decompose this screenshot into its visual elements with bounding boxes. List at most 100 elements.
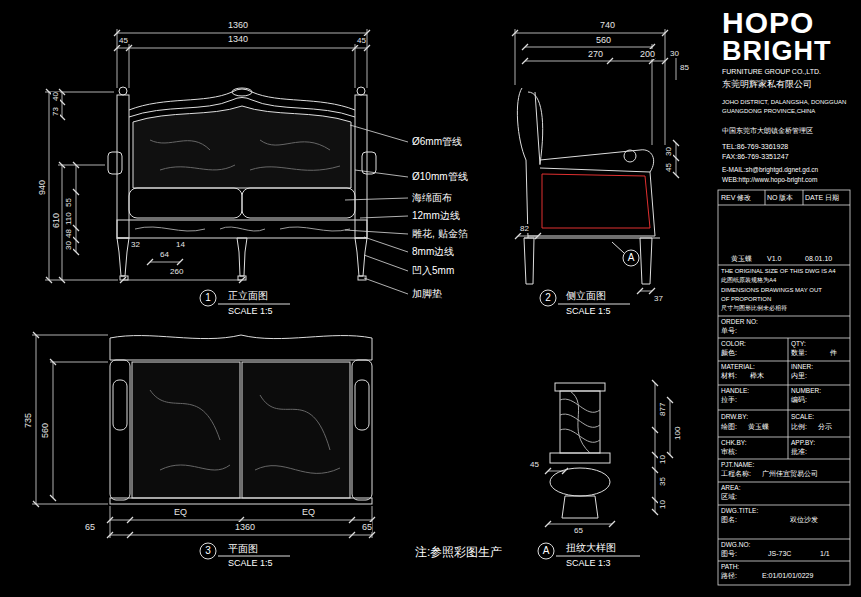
title-block-text: NO 版本 bbox=[767, 194, 793, 202]
dimension-lines-part bbox=[117, 29, 367, 88]
sofa-side-view-part bbox=[624, 150, 636, 162]
sofa-side-view-part bbox=[528, 168, 655, 236]
view-markers bbox=[200, 290, 630, 559]
dimension-text: 65 bbox=[574, 526, 583, 535]
title-block-text: 双位沙发 bbox=[790, 516, 818, 524]
view-markers-part bbox=[540, 290, 556, 306]
callout-note: Ø10mm管线 bbox=[412, 171, 468, 183]
dimension-text: 100 bbox=[673, 427, 682, 440]
title-block-text: 榉木 bbox=[750, 372, 764, 380]
title-block-text: FAX:86-769-3351247 bbox=[722, 153, 789, 161]
leg-detail-view bbox=[538, 383, 640, 559]
dimension-text: 64 bbox=[160, 250, 169, 259]
dimension-text: 30 bbox=[664, 147, 673, 156]
view-title: SCALE 1:3 bbox=[566, 558, 611, 568]
leg-detail-view-part bbox=[556, 556, 640, 557]
dimension-text: 30 bbox=[670, 49, 679, 58]
view-title: 正立面图 bbox=[228, 290, 268, 302]
title-block-text: 区域: bbox=[721, 493, 737, 501]
dimension-lines-part bbox=[36, 335, 37, 504]
dimension-lines-part bbox=[32, 335, 108, 504]
view-title: 侧立面图 bbox=[566, 290, 606, 302]
leg-detail-view-part bbox=[550, 453, 610, 463]
title-block-text: 中国东莞市大朗镇金桥管理区 bbox=[722, 127, 813, 135]
sofa-front-view-part bbox=[117, 220, 367, 238]
view-number: A bbox=[543, 545, 550, 557]
dimension-text: 1340 bbox=[228, 34, 248, 44]
title-block-text: 图号: bbox=[721, 550, 737, 558]
view-markers-part bbox=[558, 304, 630, 305]
title-block-text: 数量: bbox=[791, 349, 807, 357]
title-block-text: REV 修改 bbox=[721, 194, 751, 202]
title-block-text: OF PROPORTION bbox=[721, 296, 771, 303]
dimension-text: 45 bbox=[357, 36, 366, 45]
dimension-text: 10 bbox=[658, 455, 667, 464]
company-logo: HOPO bbox=[722, 8, 814, 38]
title-block-text: 工程名称: bbox=[721, 470, 751, 478]
title-block-text: WEB:http://www.hopo-bright.com bbox=[722, 176, 817, 183]
title-block-text: 08.01.10 bbox=[805, 255, 832, 263]
title-block-text: JS-73C bbox=[768, 550, 791, 558]
dimension-text: 260 bbox=[170, 267, 183, 276]
dimension-text: 35 bbox=[658, 477, 667, 486]
title-block-text: INNER: bbox=[791, 363, 813, 370]
dimension-text: 32 bbox=[131, 240, 140, 249]
dimension-text: 610 bbox=[51, 213, 61, 228]
title-block-text: 此图纸原装规格为A4 bbox=[721, 277, 776, 284]
view-number: 2 bbox=[545, 292, 551, 304]
sofa-side-view-part bbox=[623, 250, 639, 266]
title-block-text: 审核: bbox=[721, 448, 737, 456]
sofa-side-view-part bbox=[612, 242, 624, 253]
title-block-text: TEL:86-769-3361928 bbox=[722, 143, 788, 151]
dimension-text: 85 bbox=[680, 63, 689, 72]
title-block-text: 1/1 bbox=[820, 550, 830, 558]
sofa-front-view-part bbox=[362, 152, 376, 174]
sofa-plan-view-part bbox=[355, 380, 369, 430]
view-title: 扭纹大样图 bbox=[566, 542, 616, 554]
dimension-text: 73 bbox=[51, 107, 60, 116]
dimension-lines-part bbox=[548, 524, 612, 525]
dimension-text: EQ bbox=[302, 507, 315, 517]
title-block-text: PATH: bbox=[721, 563, 739, 570]
sofa-front-view-part bbox=[117, 238, 129, 276]
title-block-text: COLOR: bbox=[721, 340, 746, 347]
dimension-text: 560 bbox=[596, 35, 611, 45]
dimension-text: 735 bbox=[23, 413, 33, 428]
dimension-text: 55 bbox=[64, 198, 73, 207]
sofa-front-view-part bbox=[135, 227, 350, 231]
sofa-front-view-part bbox=[357, 87, 365, 95]
dimension-lines-part bbox=[640, 291, 652, 292]
title-block-text: SCALE: bbox=[791, 413, 814, 420]
title-block-text: 黄玉蝶 bbox=[748, 423, 769, 431]
sofa-plan-view bbox=[110, 335, 372, 504]
title-block-text: E-MAIL:sh@brightgd.dgnet.gd.cn bbox=[722, 166, 818, 173]
view-markers-part bbox=[218, 556, 290, 557]
view-title: 平面图 bbox=[228, 543, 258, 555]
dimension-text: 14 bbox=[176, 240, 185, 249]
title-block-text: 件 bbox=[830, 349, 837, 357]
dimension-lines-part bbox=[110, 506, 372, 538]
callout-note: 海绵面布 bbox=[412, 192, 452, 204]
dimension-text: 110 bbox=[64, 212, 73, 225]
leg-detail-view-part bbox=[538, 543, 554, 559]
title-block-text: 单号: bbox=[721, 327, 737, 335]
sofa-front-view-part bbox=[237, 238, 247, 276]
title-block-text: 东莞明辉家私有限公司 bbox=[722, 79, 812, 89]
sofa-plan-view-part bbox=[110, 335, 372, 360]
title-block-text: PJT.NAME: bbox=[721, 461, 754, 468]
title-block-text: AREA: bbox=[721, 484, 741, 491]
dimension-lines-part bbox=[150, 262, 180, 263]
title-block-text: DRW.BY: bbox=[721, 413, 748, 420]
sofa-front-view-part bbox=[129, 188, 242, 218]
sofa-plan-view-part bbox=[110, 498, 372, 504]
title-block-text: V1.0 bbox=[767, 255, 781, 263]
dimension-lines-part bbox=[525, 61, 665, 62]
callout-note: 12mm边线 bbox=[412, 210, 460, 222]
dimension-text: 740 bbox=[600, 20, 615, 30]
dimension-lines-part bbox=[123, 280, 242, 281]
title-block-text: THE ORIGINAL SIZE OF THIS DWG IS A4 bbox=[721, 268, 836, 275]
title-block-text: 颜色: bbox=[721, 349, 737, 357]
sofa-front-view-part bbox=[108, 152, 122, 174]
dimension-lines-part bbox=[49, 92, 50, 280]
view-title: SCALE 1:5 bbox=[566, 306, 611, 316]
